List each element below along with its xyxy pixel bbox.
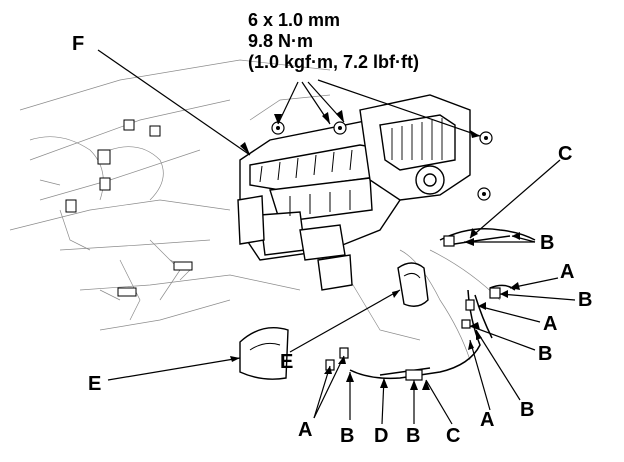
bolt-size: 6 x 1.0 mm (248, 10, 341, 30)
nut-centers (276, 126, 488, 196)
callout-a-3: A (480, 409, 494, 431)
wire-harness (349, 228, 536, 380)
callout-a-1: A (560, 261, 574, 283)
callout-b-1: B (540, 232, 554, 254)
callout-e-left: E (88, 373, 101, 395)
callout-c-bottom: C (446, 425, 460, 447)
torque-spec: 6 x 1.0 mm 9.8 N·m (1.0 kgf·m, 7.2 lbf·f… (248, 10, 419, 73)
blower-grille (391, 118, 443, 160)
callout-f: F (72, 33, 84, 55)
heater-unit-ribs (259, 149, 353, 216)
callout-d-bottom: D (374, 425, 388, 447)
callout-e-mid: E (280, 351, 293, 373)
callout-a-bottom: A (298, 419, 312, 441)
torque-alt-units: (1.0 kgf·m, 7.2 lbf·ft) (248, 52, 420, 72)
callout-b-4: B (520, 399, 534, 421)
callout-a-2: A (543, 313, 557, 335)
duct-e-middle (397, 262, 429, 307)
background-clips (65, 119, 193, 297)
duct-e-left (239, 327, 289, 380)
callout-b-3: B (538, 343, 552, 365)
torque-nm: 9.8 N·m (248, 31, 314, 51)
callout-b-bottom-1: B (340, 425, 354, 447)
heater-unit-housing (237, 119, 401, 291)
arrowheads (230, 110, 520, 390)
callout-b-2: B (578, 289, 592, 311)
callout-c-top: C (558, 143, 572, 165)
harness-connectors (325, 235, 501, 381)
blower-unit (359, 94, 471, 201)
callout-b-bottom-2: B (406, 425, 420, 447)
